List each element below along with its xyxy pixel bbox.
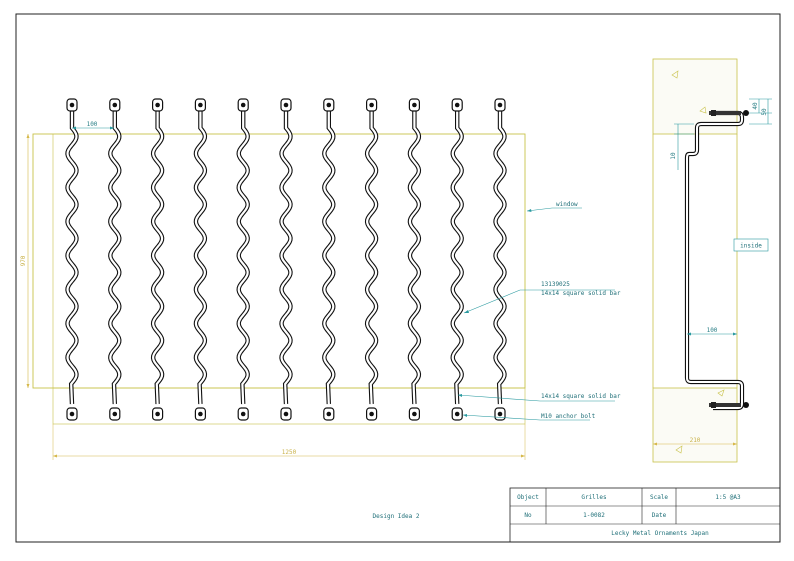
anchor-bolt-icon [326, 102, 332, 108]
note-bar-line1: 13139025 [541, 281, 570, 288]
grille-bar-inner [237, 111, 249, 405]
concrete-mark [675, 445, 683, 454]
grille-bar-inner [451, 111, 463, 405]
anchor-bolt-icon [497, 102, 503, 108]
anchor-bolt-lower [709, 402, 749, 408]
lower-concrete-block [652, 387, 738, 463]
grille-bar-inner [109, 111, 121, 405]
concrete-mark [671, 70, 679, 79]
anchor-bolt-icon [283, 102, 289, 108]
title-block: Object Grilles Scale 1:5 @A3 No 1-0082 D… [509, 487, 781, 543]
anchor-bolt-icon [497, 411, 503, 417]
dim-height: 970 [20, 134, 30, 388]
dim-spacing-label: 100 [87, 121, 98, 128]
grille-bar [150, 98, 165, 421]
grille-bar-inner [366, 111, 378, 405]
anchor-bolt-icon [69, 411, 75, 417]
dim-50-label: 50 [761, 108, 768, 116]
grille-bar-inner [152, 111, 164, 405]
grille-bar-inner [408, 111, 420, 405]
dim-width-label: 1250 [282, 449, 297, 456]
dim-10: 10 [670, 123, 694, 170]
tb-no-value: 1-0082 [583, 512, 605, 519]
tb-no-label: No [524, 512, 532, 519]
grille-bar [236, 98, 250, 421]
leader-bar: 13139025 14x14 square solid bar [463, 281, 621, 314]
anchor-bolt-icon [454, 102, 460, 108]
note-window: window [556, 201, 578, 208]
grille-bar-inner [66, 111, 78, 405]
dim-100-section: 100 [687, 327, 737, 336]
inside-label: inside [740, 243, 762, 250]
dim-10-label: 10 [670, 152, 677, 160]
grille-bar [493, 98, 507, 421]
tb-date-label: Date [652, 512, 667, 519]
upper-concrete-block [652, 58, 738, 135]
anchor-bolt-icon [369, 102, 374, 108]
dim-100-section-label: 100 [707, 327, 718, 334]
drawing-caption: Design Idea 2 [373, 513, 420, 520]
elevation-view: 100 970 1250 window [20, 98, 621, 460]
grille-bar-inner [280, 111, 292, 405]
anchor-bolt-icon [412, 411, 417, 417]
tb-object-label: Object [517, 494, 539, 501]
grille-bar [193, 98, 208, 421]
leader-bottom-bar: 14x14 square solid bar [457, 393, 621, 402]
anchor-bolt-icon [112, 411, 118, 417]
grille-bar [65, 98, 79, 421]
grille-bar [450, 98, 464, 421]
anchor-bolt-icon [326, 411, 332, 417]
tb-scale-label: Scale [650, 494, 668, 501]
tb-scale-value: 1:5 @A3 [715, 494, 741, 501]
grille-bar-inner [494, 111, 506, 405]
leader-window: window [526, 201, 582, 212]
dim-spacing: 100 [72, 121, 114, 130]
grille-bar [364, 98, 379, 421]
concrete-mark [699, 106, 707, 114]
inside-label-box: inside [733, 238, 769, 252]
anchor-bolt-icon [454, 411, 460, 417]
anchor-bolt-icon [112, 102, 118, 108]
note-bar-line2: 14x14 square solid bar [541, 290, 621, 297]
leader-anchor: M10 anchor bolt [462, 413, 596, 421]
window-outline [32, 133, 526, 389]
grille-bar-inner [323, 111, 335, 405]
dim-210-label: 210 [690, 437, 701, 444]
anchor-bolt-icon [283, 411, 289, 417]
tb-object-value: Grilles [581, 494, 607, 501]
dim-height-label: 970 [20, 255, 27, 266]
anchor-bolt-icon [369, 411, 374, 417]
anchor-bolt-icon [155, 102, 160, 108]
sheet-border [15, 13, 781, 543]
anchor-bolt-icon [412, 102, 417, 108]
note-anchor: M10 anchor bolt [541, 413, 596, 420]
anchor-bolt-icon [240, 102, 246, 108]
grille-bar [279, 98, 293, 421]
dim-40-label: 40 [752, 102, 759, 110]
dim-210: 210 [653, 437, 737, 446]
concrete-mark [717, 389, 725, 397]
sill-outline [52, 387, 526, 425]
grille-bar [322, 98, 336, 421]
dim-40-50: 40 50 [749, 98, 772, 125]
anchor-bolt-icon [198, 102, 203, 108]
bent-bar-profile [684, 110, 745, 411]
dim-width: 1250 [52, 424, 526, 460]
anchor-bolt-icon [198, 411, 203, 417]
tb-company: Lecky Metal Ornaments Japan [611, 530, 709, 537]
anchor-bolt-upper [709, 110, 749, 116]
section-view: 40 50 10 100 210 inside [652, 58, 772, 463]
grille-bar [407, 98, 422, 421]
grille-bars [65, 98, 507, 421]
anchor-bolt-icon [240, 411, 246, 417]
grille-bar [108, 98, 122, 421]
note-bottom-bar: 14x14 square solid bar [541, 393, 621, 400]
grille-bar-inner [194, 111, 206, 405]
anchor-bolt-icon [155, 411, 160, 417]
anchor-bolt-icon [69, 102, 75, 108]
